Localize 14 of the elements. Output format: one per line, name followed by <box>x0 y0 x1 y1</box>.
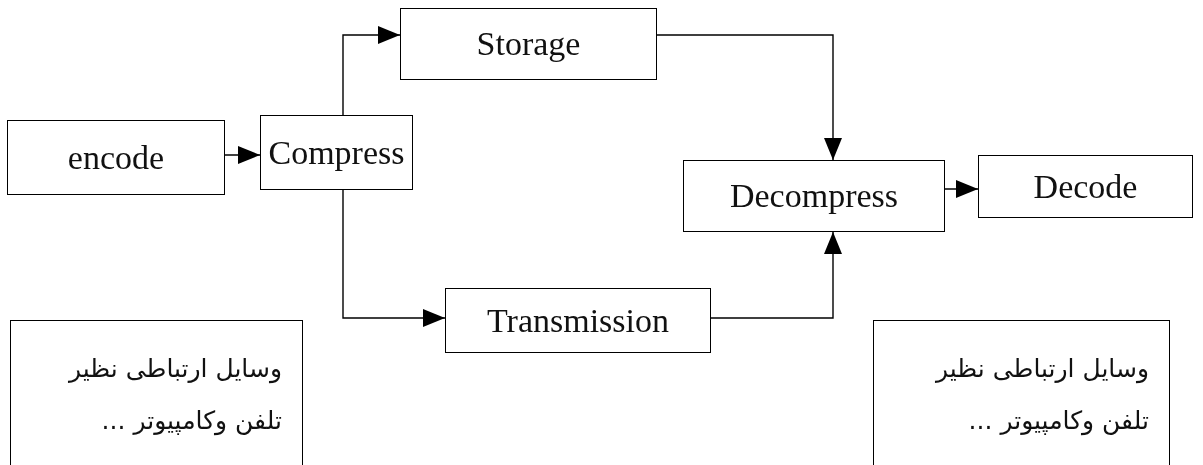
arrow <box>342 189 446 327</box>
arrow <box>944 180 979 198</box>
process-box: Decode <box>978 155 1193 218</box>
process-box: encode <box>7 120 225 195</box>
process-box: Storage <box>400 8 657 80</box>
process-box: Transmission <box>445 288 711 353</box>
note-box: وسایل ارتباطی نظیر تلفن وکامپیوتر ... <box>10 320 303 465</box>
arrow <box>710 231 842 319</box>
process-box: Decompress <box>683 160 945 232</box>
process-box: Compress <box>260 115 413 190</box>
arrow <box>224 146 261 164</box>
note-box: وسایل ارتباطی نظیر تلفن وکامپیوتر ... <box>873 320 1170 465</box>
arrow <box>656 34 842 161</box>
arrow <box>342 26 401 116</box>
